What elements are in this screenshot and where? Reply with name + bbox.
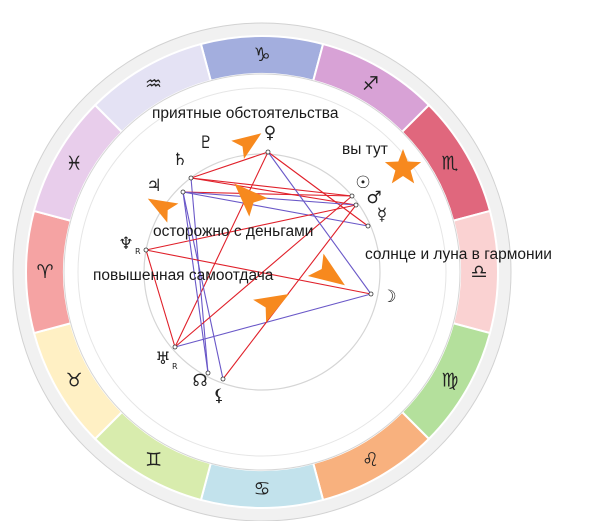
- aspect-neptune-moon: [145, 249, 372, 295]
- gemini-sign-icon: ♊: [145, 449, 162, 471]
- planet-point-moon: [368, 291, 374, 297]
- star-marker-you-are-here: [384, 149, 422, 184]
- pisces-sign-icon: ♓: [66, 153, 83, 175]
- aspect-jupiter-mars: [182, 191, 357, 206]
- mars-icon: ♂: [366, 188, 381, 208]
- node-icon: ☊: [192, 371, 207, 391]
- annotation-you-are-here: вы тут: [342, 141, 388, 158]
- inner-face: [63, 73, 461, 471]
- annotation-sun-moon: солнце и луна в гармонии: [365, 246, 552, 263]
- planet-point-sun: [349, 193, 355, 199]
- mercury-icon: ☿: [377, 205, 387, 225]
- aspect-uranus-sun: [174, 195, 353, 348]
- aspect-jupiter-mercury: [182, 191, 369, 227]
- aspect-saturn-sun: [190, 177, 353, 197]
- aspect-lilith-mars: [222, 204, 357, 380]
- uranus-icon: ♅: [155, 349, 170, 369]
- marker-pleasant: [231, 133, 262, 159]
- planet-point-node: [205, 370, 211, 376]
- inner-guide-circle: [77, 87, 447, 457]
- jupiter-icon: ♃: [146, 176, 161, 196]
- aspect-node-jupiter: [182, 191, 209, 374]
- capricorn-sign-icon: ♑: [253, 44, 270, 66]
- venus-icon: ♀: [264, 123, 276, 143]
- aspect-saturn-node: [190, 177, 209, 374]
- pluto-icon: ♇: [198, 133, 213, 153]
- aspect-lines: [145, 151, 372, 380]
- planet-glyphs: ♀♇♄♃♆R☉♂☿☽♅R☊⚸: [118, 123, 396, 406]
- planet-point-saturn: [188, 175, 194, 181]
- neptune-icon: ♆: [118, 234, 133, 254]
- aquarius-sign-icon: ♒: [145, 73, 162, 95]
- marker-money-left: [147, 198, 179, 223]
- aspect-venus-saturn: [190, 151, 269, 179]
- moon-icon: ☽: [381, 287, 396, 307]
- sun-icon: ☉: [355, 173, 370, 193]
- aries-sign-icon: ♈: [36, 261, 53, 283]
- scorpio-sign-icon: ♏: [441, 153, 458, 175]
- lilith-icon: ⚸: [213, 386, 225, 406]
- planet-point-mars: [353, 202, 359, 208]
- uranus-retrograde-mark: R: [172, 362, 178, 371]
- taurus-sign-icon: ♉: [66, 370, 83, 392]
- aspect-neptune-mars: [145, 204, 357, 251]
- aspect-uranus-moon: [174, 293, 372, 348]
- aspect-jupiter-sun: [182, 191, 353, 197]
- aspect-neptune-uranus: [145, 249, 176, 348]
- saturn-icon: ♄: [172, 150, 187, 170]
- aspect-saturn-mars: [190, 177, 357, 206]
- annotation-money: осторожно с деньгами: [153, 223, 314, 240]
- virgo-sign-icon: ♍: [441, 370, 458, 392]
- aspect-venus-mercury: [267, 151, 369, 227]
- planet-point-mercury: [365, 223, 371, 229]
- cancer-sign-icon: ♋: [253, 478, 270, 500]
- marker-dedication: [253, 294, 290, 323]
- aspect-venus-moon: [267, 151, 372, 295]
- annotation-pleasant: приятные обстоятельства: [152, 105, 339, 122]
- marker-money-upper: [234, 183, 268, 217]
- aspect-jupiter-lilith: [182, 191, 224, 380]
- planet-point-jupiter: [180, 189, 186, 195]
- libra-sign-icon: ♎: [470, 261, 487, 283]
- sagittarius-sign-icon: ♐: [362, 73, 379, 95]
- leo-sign-icon: ♌: [362, 449, 379, 471]
- neptune-retrograde-mark: R: [135, 247, 141, 256]
- planet-point-lilith: [220, 376, 226, 382]
- marker-sun-moon: [307, 253, 345, 286]
- planet-point-neptune: [143, 247, 149, 253]
- annotation-dedication: повышенная самоотдача: [93, 267, 274, 284]
- planet-point-uranus: [172, 344, 178, 350]
- planet-point-venus: [265, 149, 271, 155]
- annotation-markers: [147, 133, 422, 323]
